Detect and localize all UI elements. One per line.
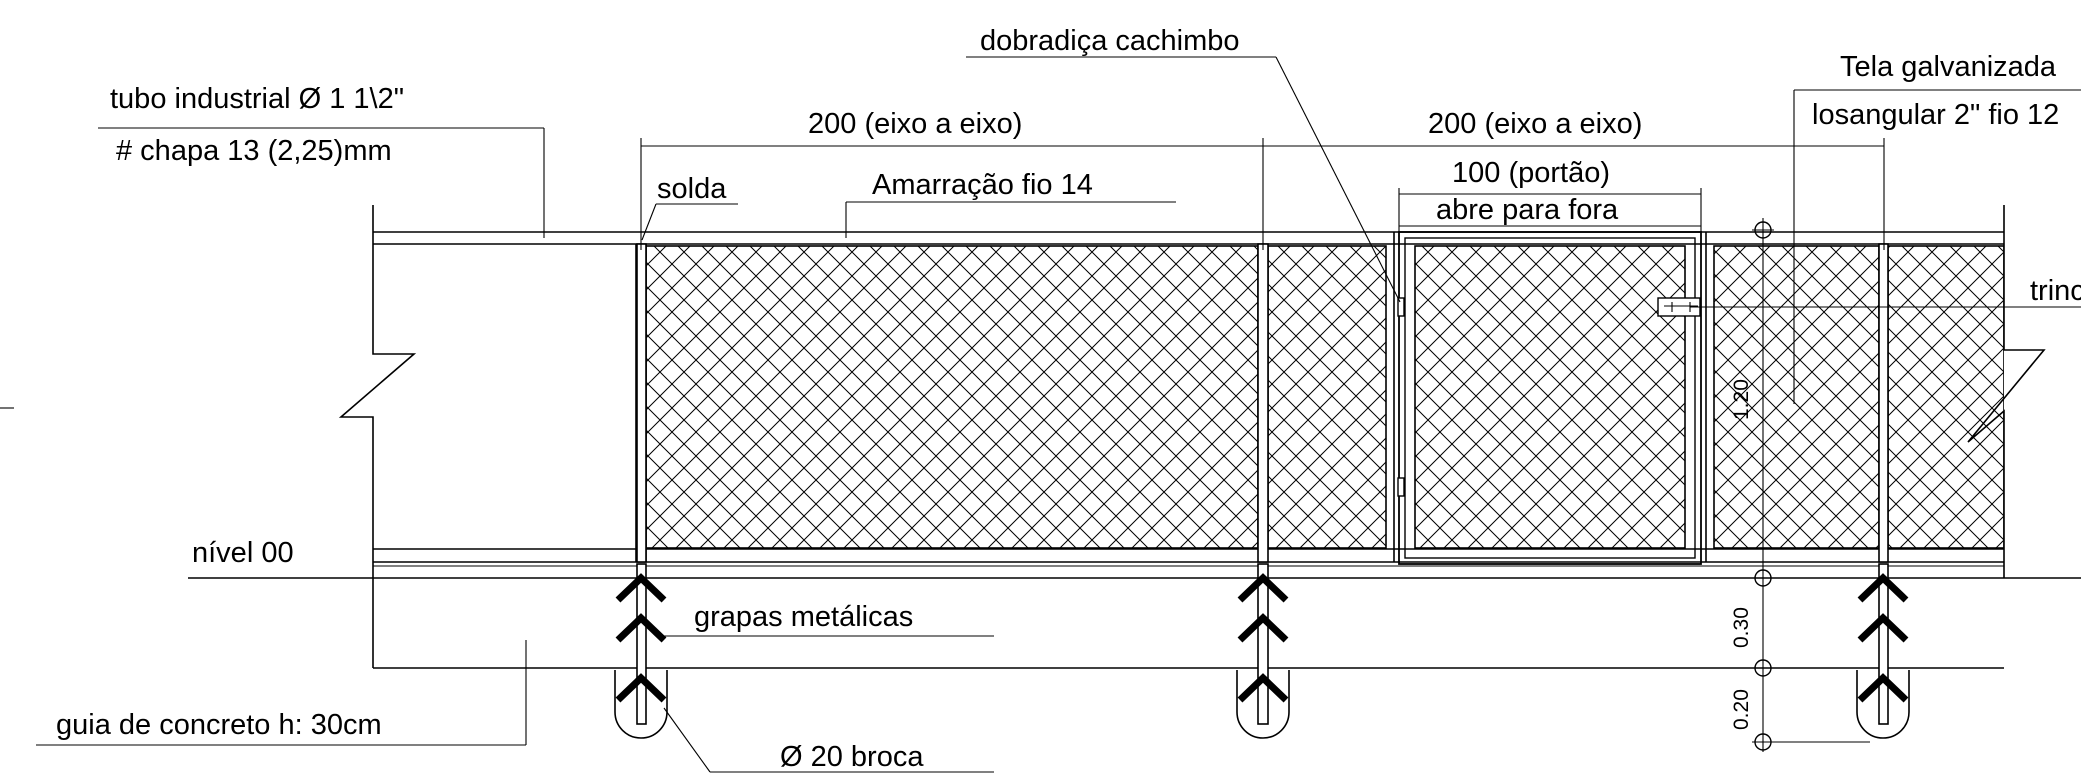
bottom-rail <box>373 548 2004 563</box>
label-broca: Ø 20 broca <box>780 741 924 773</box>
label-chapa: # chapa 13 (2,25)mm <box>116 135 392 167</box>
gate-note-text: abre para fora <box>1436 194 1619 226</box>
gate-width-text: 100 (portão) <box>1452 157 1610 189</box>
mesh-panel-4 <box>1887 245 2004 549</box>
footing-2 <box>1236 573 1290 739</box>
mesh-panel-2 <box>1267 245 1387 549</box>
label-grapas: grapas metálicas <box>694 601 913 633</box>
label-solda: solda <box>657 173 727 205</box>
label-tela-2: losangular 2" fio 12 <box>1812 99 2059 131</box>
label-dobradica: dobradiça cachimbo <box>980 25 1240 57</box>
gate-mesh <box>1414 245 1686 549</box>
footing-3 <box>1856 573 1910 739</box>
concrete-guide <box>372 578 2004 669</box>
gate-frame <box>1393 231 1707 565</box>
span-right-text: 200 (eixo a eixo) <box>1428 108 1642 140</box>
post-2 <box>1257 243 1269 725</box>
span-dimension-lines <box>640 138 1885 250</box>
mesh-panel-1 <box>645 245 1259 549</box>
height-fence-text: 1.20 <box>1730 379 1753 420</box>
leader-lines <box>36 56 2081 773</box>
hinge-icon <box>1397 297 1405 317</box>
label-tubo: tubo industrial Ø 1 1\2" <box>110 83 404 115</box>
mesh-panels <box>645 245 2004 549</box>
left-break-line <box>338 205 417 578</box>
post-1 <box>636 243 647 725</box>
label-nivel: nível 00 <box>192 537 294 569</box>
label-guia: guia de concreto h: 30cm <box>56 709 382 741</box>
height-guia-text: 0.30 <box>1730 607 1753 648</box>
label-amarracao: Amarração fio 14 <box>872 169 1093 201</box>
top-rail <box>373 231 2004 245</box>
label-trinco: trinco <box>2030 275 2081 307</box>
footing-1 <box>614 573 668 739</box>
label-tela-1: Tela galvanizada <box>1840 51 2057 83</box>
post-3 <box>1878 243 1889 725</box>
span-left-text: 200 (eixo a eixo) <box>808 108 1022 140</box>
hinge-icon <box>1397 477 1405 497</box>
mesh-panel-3 <box>1713 245 1880 549</box>
height-broca-text: 0.20 <box>1730 689 1753 730</box>
